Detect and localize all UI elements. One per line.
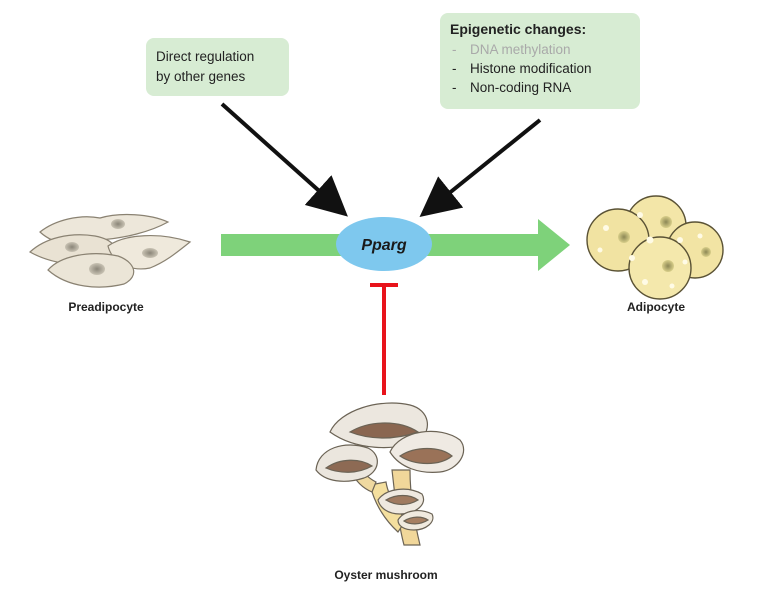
direct-regulation-line-2: by other genes: [156, 69, 246, 84]
epigenetic-changes-box: Epigenetic changes: DNA methylation Hist…: [440, 13, 640, 109]
oyster-mushroom-illustration: [315, 402, 465, 546]
direct-regulation-box: Direct regulation by other genes: [146, 38, 289, 96]
adipocyte-illustration: [586, 195, 724, 300]
epigenetic-list: DNA methylation Histone modification Non…: [450, 40, 630, 97]
epigenetic-arrow: [419, 118, 542, 218]
epigenetic-item-histone-modification: Histone modification: [450, 59, 630, 78]
pparg-label: Pparg: [361, 237, 407, 254]
preadipocyte-label: Preadipocyte: [68, 300, 144, 314]
inhibition-arrow: [370, 283, 398, 395]
preadipocyte-illustration: [28, 213, 192, 288]
epigenetic-item-non-coding-rna: Non-coding RNA: [450, 78, 630, 97]
epigenetic-title: Epigenetic changes:: [450, 21, 587, 37]
pparg-node: Pparg: [336, 217, 432, 271]
direct-regulation-line-1: Direct regulation: [156, 49, 255, 64]
oyster-mushroom-label: Oyster mushroom: [334, 568, 438, 582]
adipocyte-label: Adipocyte: [626, 300, 686, 314]
direct-regulation-arrow: [220, 102, 348, 217]
epigenetic-item-dna-methylation: DNA methylation: [450, 40, 630, 59]
